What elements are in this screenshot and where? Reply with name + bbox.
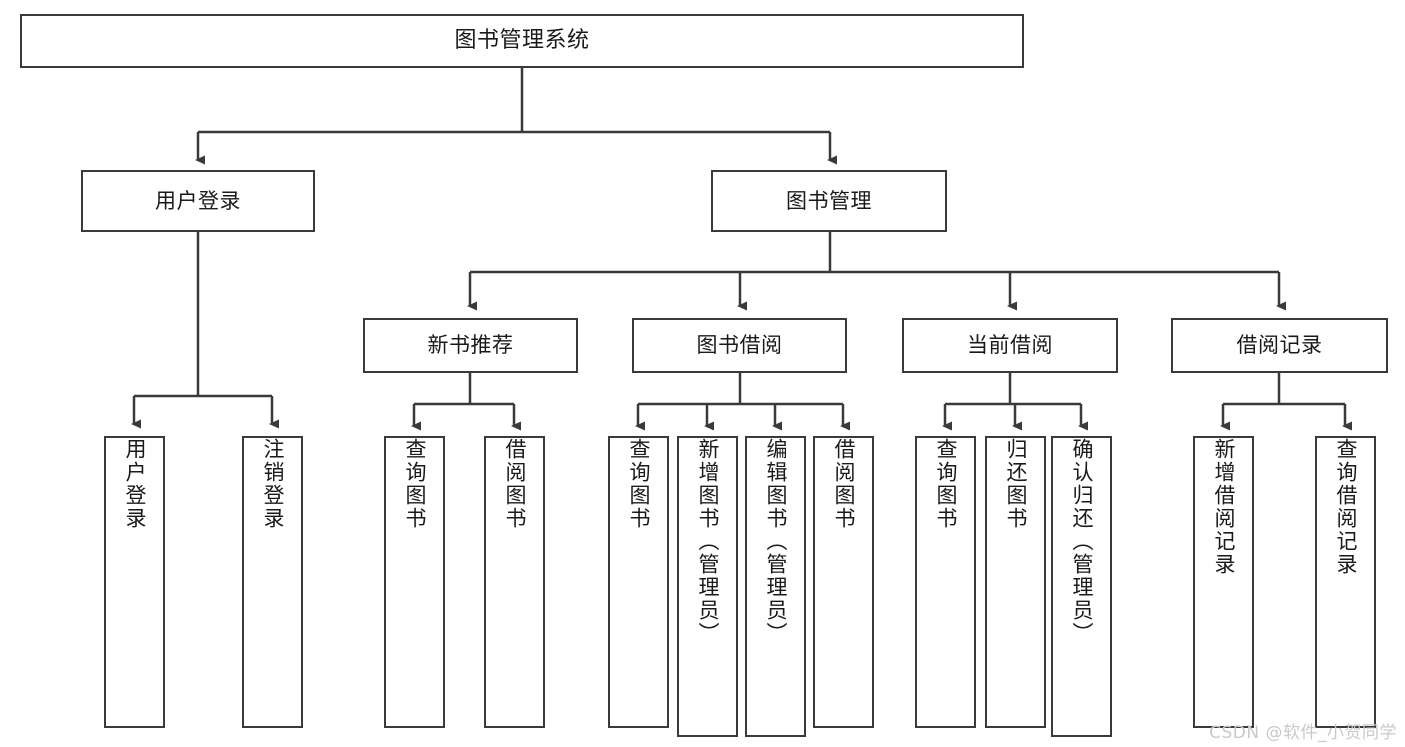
leaf-return-book[interactable]: 归还图书 xyxy=(985,436,1046,728)
leaf-add-borrow-record[interactable]: 新增借阅记录 xyxy=(1193,436,1254,728)
csdn-watermark: CSDN @软件_小贺同学 xyxy=(1209,723,1397,743)
leaf-edit-book-admin[interactable]: 编辑图书（管理员） xyxy=(745,436,806,737)
node-book-management[interactable]: 图书管理 xyxy=(711,170,947,232)
node-book-borrow[interactable]: 图书借阅 xyxy=(632,318,847,373)
node-label: 图书管理 xyxy=(786,188,872,213)
node-label: 图书管理系统 xyxy=(454,28,590,54)
node-label: 借阅图书 xyxy=(832,438,857,530)
leaf-query-book-current[interactable]: 查询图书 xyxy=(915,436,976,728)
node-label: 借阅记录 xyxy=(1236,333,1323,358)
node-label: 借阅图书 xyxy=(503,438,528,530)
node-current-borrow[interactable]: 当前借阅 xyxy=(902,318,1118,373)
node-label: 查询借阅记录 xyxy=(1334,438,1359,576)
leaf-add-book-admin[interactable]: 新增图书（管理员） xyxy=(677,436,738,737)
node-label: 注销登录 xyxy=(261,438,286,530)
leaf-borrow-book-newbook[interactable]: 借阅图书 xyxy=(484,436,545,728)
node-borrow-records[interactable]: 借阅记录 xyxy=(1171,318,1388,373)
node-label: 归还图书 xyxy=(1004,438,1029,530)
node-user-login[interactable]: 用户登录 xyxy=(81,170,315,232)
node-label: 编辑图书（管理员） xyxy=(764,438,789,645)
node-label: 新增借阅记录 xyxy=(1212,438,1237,576)
leaf-query-book-borrow[interactable]: 查询图书 xyxy=(608,436,669,728)
node-label: 用户登录 xyxy=(155,188,241,213)
node-label: 当前借阅 xyxy=(967,333,1053,358)
leaf-confirm-return-admin[interactable]: 确认归还（管理员） xyxy=(1051,436,1112,737)
node-label: 查询图书 xyxy=(403,438,428,530)
node-label: 用户登录 xyxy=(123,438,148,530)
leaf-query-book-newbook[interactable]: 查询图书 xyxy=(384,436,445,728)
node-root-book-management-system[interactable]: 图书管理系统 xyxy=(20,14,1024,68)
node-label: 新增图书（管理员） xyxy=(696,438,721,645)
node-label: 确认归还（管理员） xyxy=(1070,438,1095,645)
node-label: 查询图书 xyxy=(934,438,959,530)
leaf-query-borrow-record[interactable]: 查询借阅记录 xyxy=(1315,436,1376,728)
leaf-user-login[interactable]: 用户登录 xyxy=(104,436,165,728)
leaf-logout[interactable]: 注销登录 xyxy=(242,436,303,728)
node-label: 查询图书 xyxy=(627,438,652,530)
leaf-borrow-book[interactable]: 借阅图书 xyxy=(813,436,874,728)
node-label: 新书推荐 xyxy=(427,333,514,358)
node-label: 图书借阅 xyxy=(696,333,783,358)
node-new-book-recommend[interactable]: 新书推荐 xyxy=(363,318,578,373)
